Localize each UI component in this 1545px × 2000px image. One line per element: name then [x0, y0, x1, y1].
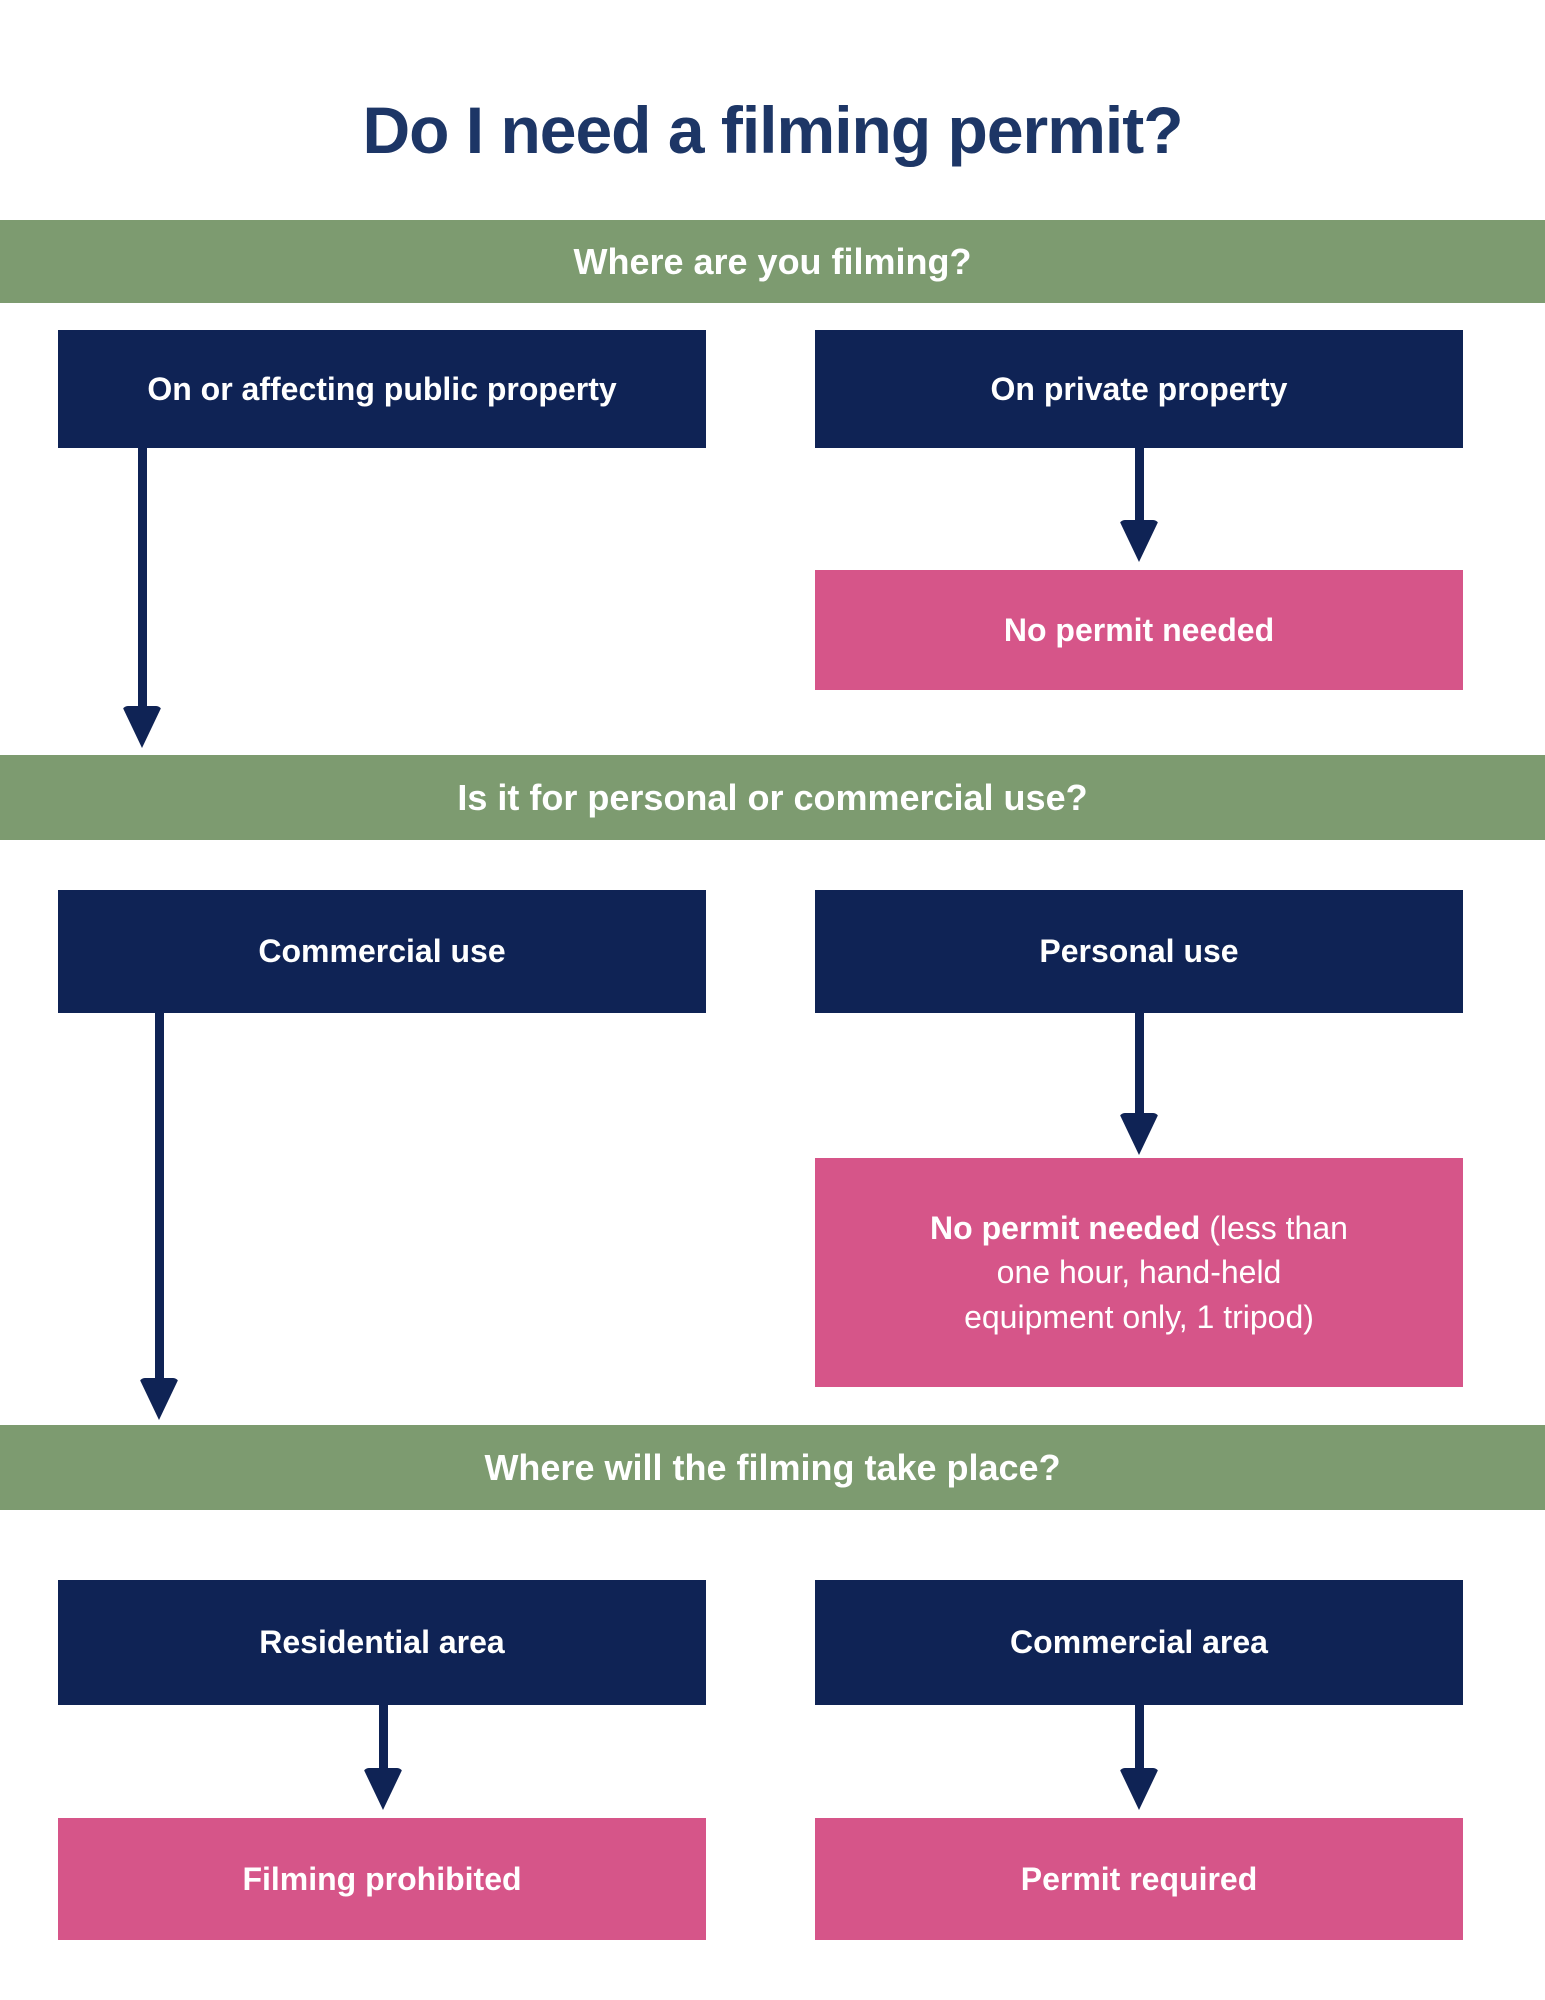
question-banner-label: Is it for personal or commercial use? [457, 776, 1088, 818]
option-personal-use: Personal use [815, 890, 1463, 1013]
arrow-head-icon [363, 1768, 403, 1810]
outcome-bold-text: No permit needed [930, 1210, 1201, 1247]
outcome-light-text: (less than [1200, 1210, 1348, 1247]
arrow-residential-to-prohibited [363, 1705, 403, 1810]
arrow-line [1134, 1013, 1144, 1113]
outcome-label: No permit needed [1003, 611, 1275, 648]
page-title: Do I need a filming permit? [362, 93, 1183, 167]
question-banner-label: Where will the filming take place? [484, 1446, 1061, 1488]
option-label: Residential area [259, 1624, 505, 1661]
question-banner-personal-or-commercial: Is it for personal or commercial use? [0, 755, 1545, 840]
arrow-line [1134, 448, 1144, 520]
arrow-commercial-to-permit-required [1119, 1705, 1159, 1810]
option-commercial-use: Commercial use [58, 890, 706, 1013]
arrow-head-icon [139, 1378, 179, 1420]
arrow-head-icon [1119, 1113, 1159, 1155]
arrow-head-icon [1119, 520, 1159, 562]
option-label: Personal use [1039, 933, 1239, 970]
outcome-no-permit-personal: No permit needed (less than one hour, ha… [815, 1158, 1463, 1387]
option-label: On private property [990, 370, 1288, 407]
arrow-private-to-no-permit [1119, 448, 1159, 562]
option-label: Commercial area [1010, 1624, 1268, 1661]
outcome-line-3: equipment only, 1 tripod) [964, 1298, 1314, 1335]
option-commercial-area: Commercial area [815, 1580, 1463, 1705]
outcome-label: Permit required [1020, 1860, 1258, 1897]
outcome-line-1: No permit needed (less than [930, 1206, 1348, 1250]
outcome-label: Filming prohibited [242, 1860, 522, 1897]
question-banner-where-take-place: Where will the filming take place? [0, 1425, 1545, 1510]
question-banner-where-filming: Where are you filming? [0, 220, 1545, 303]
option-label: Commercial use [258, 933, 506, 970]
outcome-no-permit-private: No permit needed [815, 570, 1463, 690]
outcome-permit-required: Permit required [815, 1818, 1463, 1940]
arrow-line [1134, 1705, 1144, 1768]
arrow-head-icon [1119, 1768, 1159, 1810]
outcome-filming-prohibited: Filming prohibited [58, 1818, 706, 1940]
outcome-line-2: one hour, hand-held [996, 1254, 1282, 1291]
arrow-head-icon [122, 706, 162, 748]
arrow-personal-to-no-permit [1119, 1013, 1159, 1155]
arrow-commercial-to-next-question [139, 1013, 179, 1420]
arrow-line [378, 1705, 388, 1768]
option-residential-area: Residential area [58, 1580, 706, 1705]
option-label: On or affecting public property [147, 370, 617, 407]
arrow-line [137, 448, 147, 706]
option-public-property: On or affecting public property [58, 330, 706, 448]
arrow-line [154, 1013, 164, 1378]
arrow-public-to-next-question [122, 448, 162, 748]
option-private-property: On private property [815, 330, 1463, 448]
question-banner-label: Where are you filming? [573, 240, 972, 282]
